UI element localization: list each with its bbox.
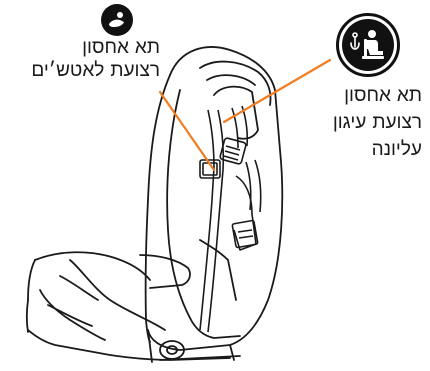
tether-storage-label-right: תא אחסון רצועת עיגון עליונה xyxy=(333,82,422,163)
forward-facing-icon-inner xyxy=(342,19,394,71)
belt-storage-label-left: תא אחסון רצועת לאטש׳ים xyxy=(31,36,160,82)
rear-facing-infant-icon xyxy=(101,4,133,36)
label-right-line2: רצועת עיגון xyxy=(333,109,422,136)
forward-facing-glyph xyxy=(348,25,388,65)
harness-straps xyxy=(200,106,261,332)
forward-facing-child-tether-icon xyxy=(336,13,400,77)
label-left-line2: רצועת לאטש׳ים xyxy=(31,59,160,82)
label-right-line3: עליונה xyxy=(333,136,422,163)
infant-glyph xyxy=(106,9,128,31)
label-right-line1: תא אחסון xyxy=(333,82,422,109)
label-left-line1: תא אחסון xyxy=(31,36,160,59)
car-seat-illustration xyxy=(27,47,282,362)
